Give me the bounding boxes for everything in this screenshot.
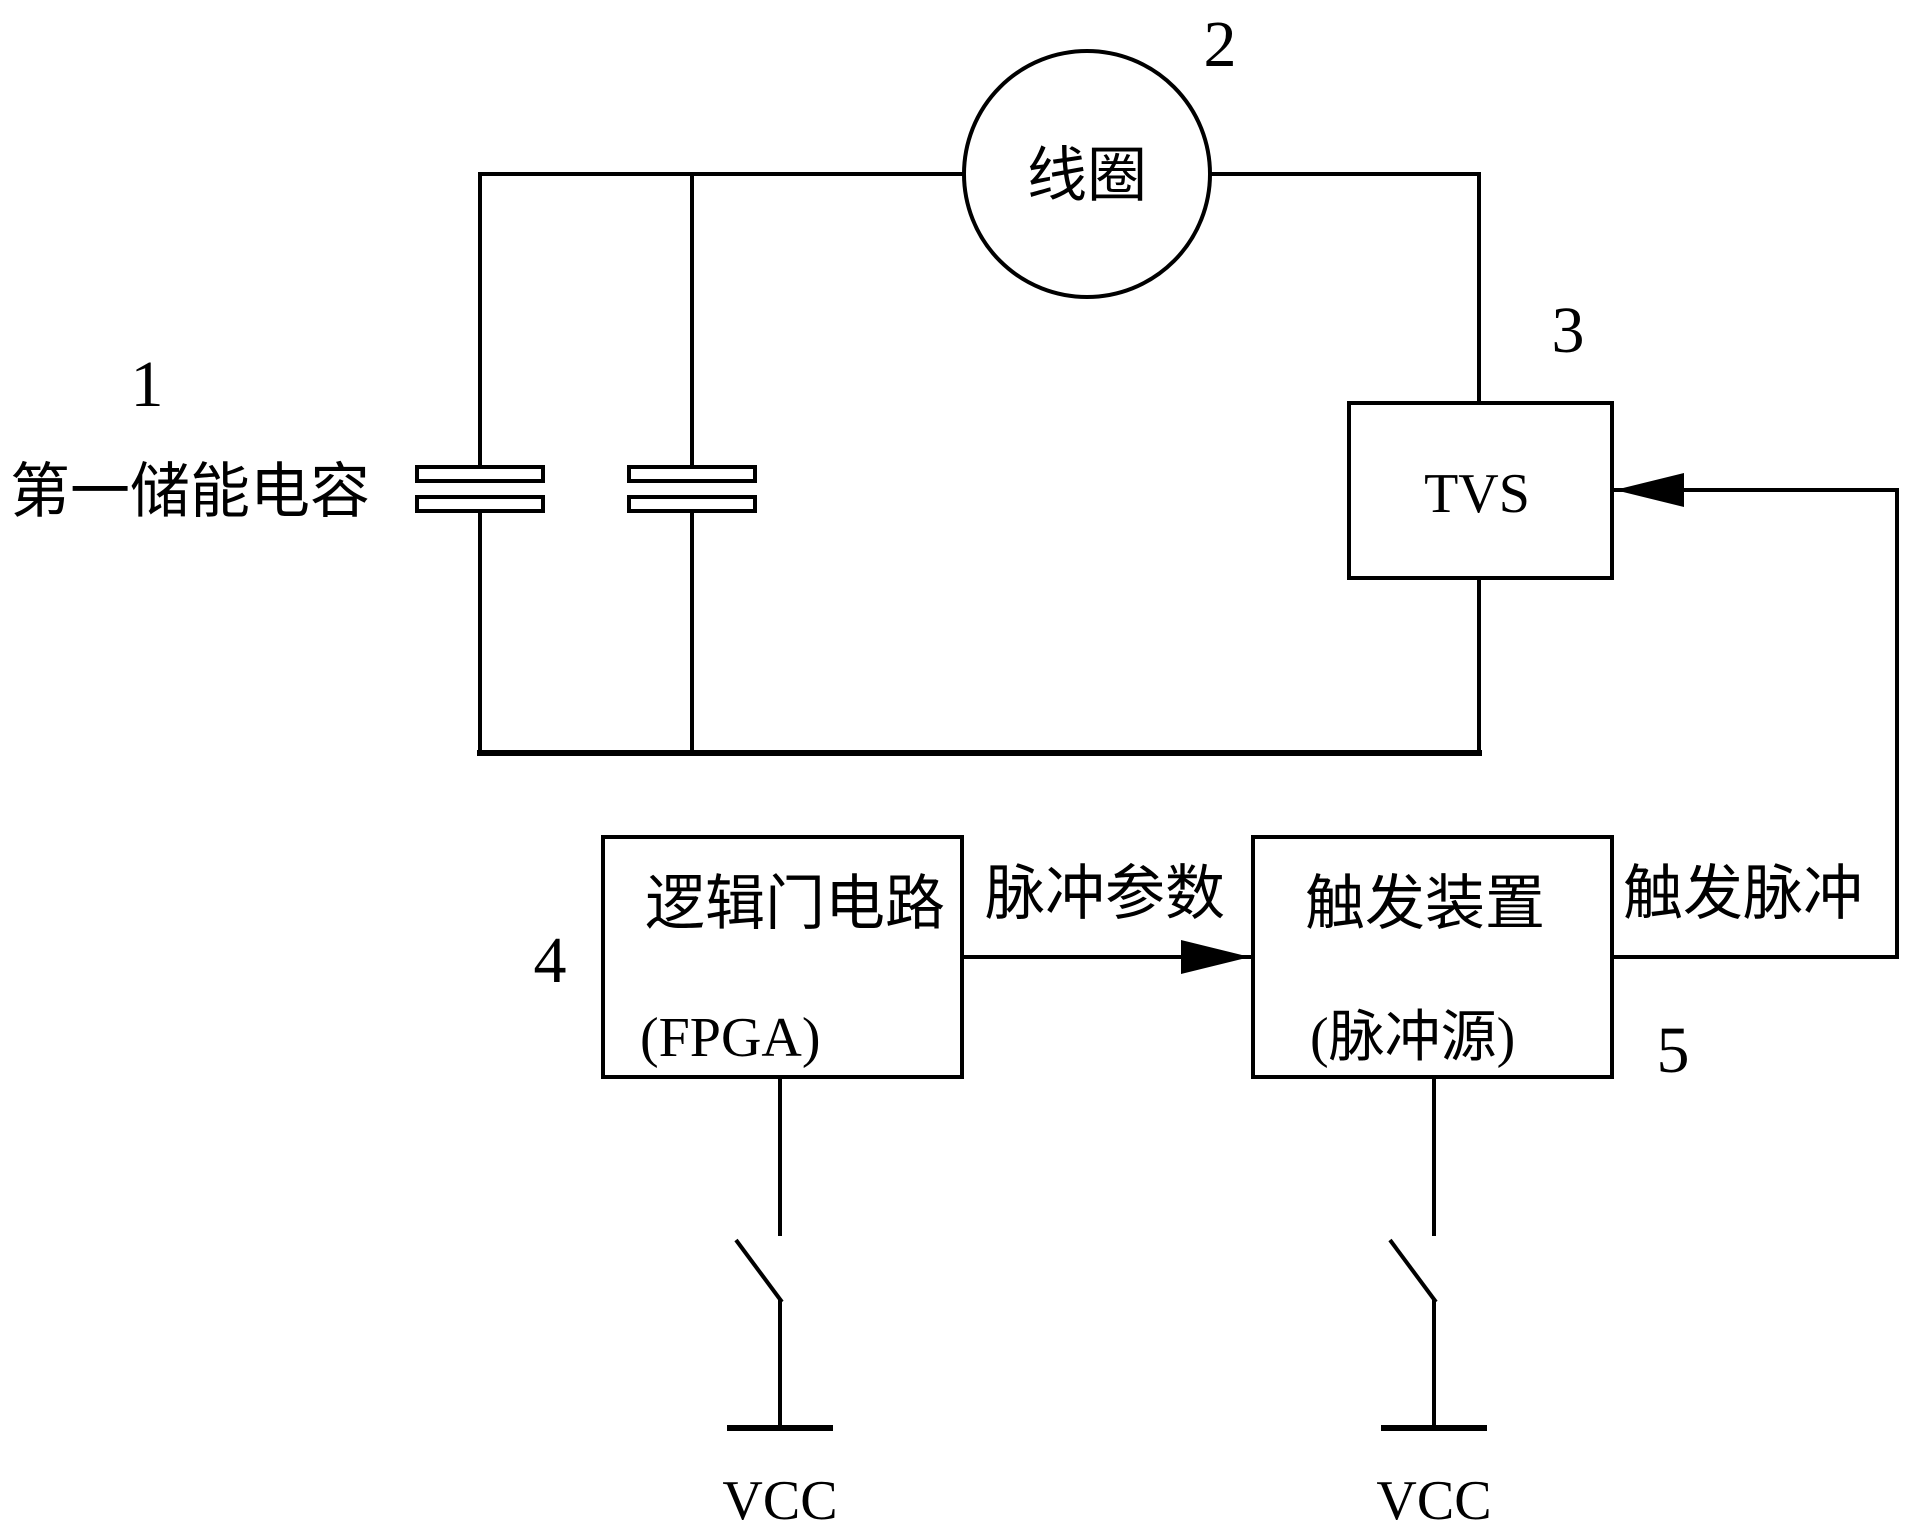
trigger-pulse-path: 触发脉冲: [1612, 473, 1899, 959]
coil-label: 线圈: [1027, 143, 1147, 209]
vcc-left-switch-blade: [734, 1238, 784, 1304]
capacitor1-bottom-plate: [415, 495, 545, 513]
logic-gate-component: 逻辑门电路 (FPGA) 4: [534, 835, 964, 1079]
trigger-title: 触发装置: [1305, 871, 1545, 937]
vcc-right-label: VCC: [1376, 1470, 1491, 1528]
logic-gate-subtitle: (FPGA): [640, 1007, 820, 1069]
arrowhead-into-trigger: [1181, 940, 1250, 974]
capacitor2-bottom-plate: [627, 495, 757, 513]
capacitor-label: 第一储能电容: [10, 459, 370, 525]
capacitor1-top-plate: [415, 465, 545, 483]
capacitor2-top-plate: [627, 465, 757, 483]
vcc-supply-left: VCC: [722, 1077, 838, 1528]
coil-component: 线圈 2: [962, 8, 1237, 299]
main-loop-wiring: [477, 172, 1482, 756]
ref-label-2: 2: [1204, 8, 1237, 81]
pulse-parameter-connection: 脉冲参数: [962, 861, 1253, 974]
ref-label-5: 5: [1657, 1014, 1690, 1087]
tvs-label: TVS: [1424, 463, 1530, 525]
trigger-pulse-label: 触发脉冲: [1623, 861, 1863, 927]
trigger-subtitle: (脉冲源): [1310, 1007, 1515, 1069]
ref-label-1: 1: [131, 348, 164, 421]
logic-gate-title: 逻辑门电路: [645, 871, 945, 937]
vcc-supply-right: VCC: [1376, 1077, 1492, 1528]
storage-capacitor-bank: 1 第一储能电容: [10, 348, 757, 525]
ref-label-4: 4: [534, 924, 567, 997]
vcc-right-switch-blade: [1388, 1238, 1438, 1304]
coil-circle: [962, 49, 1212, 299]
pulse-params-label: 脉冲参数: [985, 861, 1225, 927]
vcc-left-label: VCC: [722, 1470, 837, 1528]
ref-label-3: 3: [1552, 294, 1585, 367]
arrowhead-into-tvs: [1615, 473, 1684, 507]
trigger-device-component: 触发装置 (脉冲源) 5: [1251, 835, 1690, 1087]
